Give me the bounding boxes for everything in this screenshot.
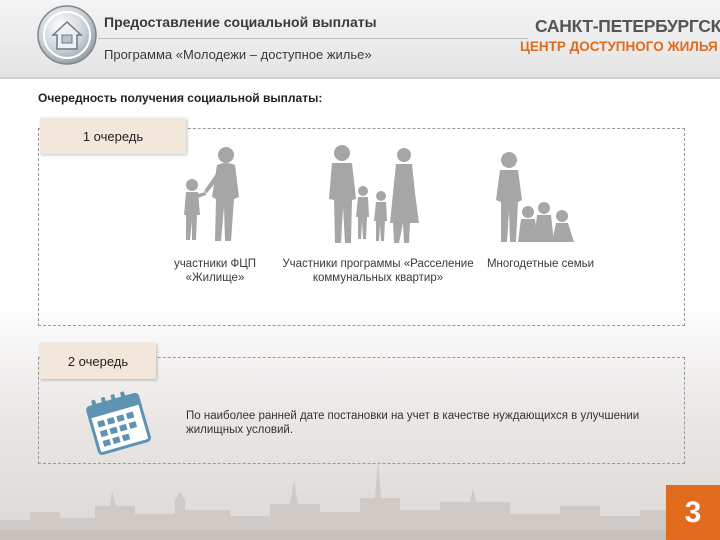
house-logo-icon	[37, 5, 97, 65]
queue2-label: 2 очередь	[40, 343, 156, 379]
queue1-caption-rasselenie: Участники программы «Расселение коммунал…	[282, 258, 474, 284]
queue1-caption-zhilische: участники ФЦП «Жилище»	[173, 258, 257, 284]
large-family-icon	[496, 152, 574, 242]
header-band	[0, 0, 720, 78]
header-divider	[0, 77, 720, 79]
title-rule	[98, 38, 528, 39]
parent-with-child-icon	[184, 147, 239, 241]
section-title: Очередность получения социальной выплаты…	[38, 91, 323, 105]
queue2-box	[38, 357, 685, 464]
family-icon	[329, 145, 419, 243]
queue2-description: По наиболее ранней дате постановки на уч…	[186, 410, 640, 436]
brand-line-1: САНКТ-ПЕТЕРБУРГСКИЙ	[535, 16, 720, 36]
calendar-icon	[86, 391, 151, 455]
queue1-caption-mnogodetnye: Многодетные семьи	[486, 258, 595, 270]
page-number: 3	[666, 485, 720, 540]
city-skyline-background	[0, 460, 720, 540]
queue1-label: 1 очередь	[40, 118, 186, 154]
header-subtitle: Программа «Молодежи – доступное жилье»	[104, 47, 372, 62]
header-title: Предоставление социальной выплаты	[104, 14, 377, 30]
queue1-box	[38, 128, 685, 326]
brand-line-2: ЦЕНТР ДОСТУПНОГО ЖИЛЬЯ	[520, 39, 718, 54]
